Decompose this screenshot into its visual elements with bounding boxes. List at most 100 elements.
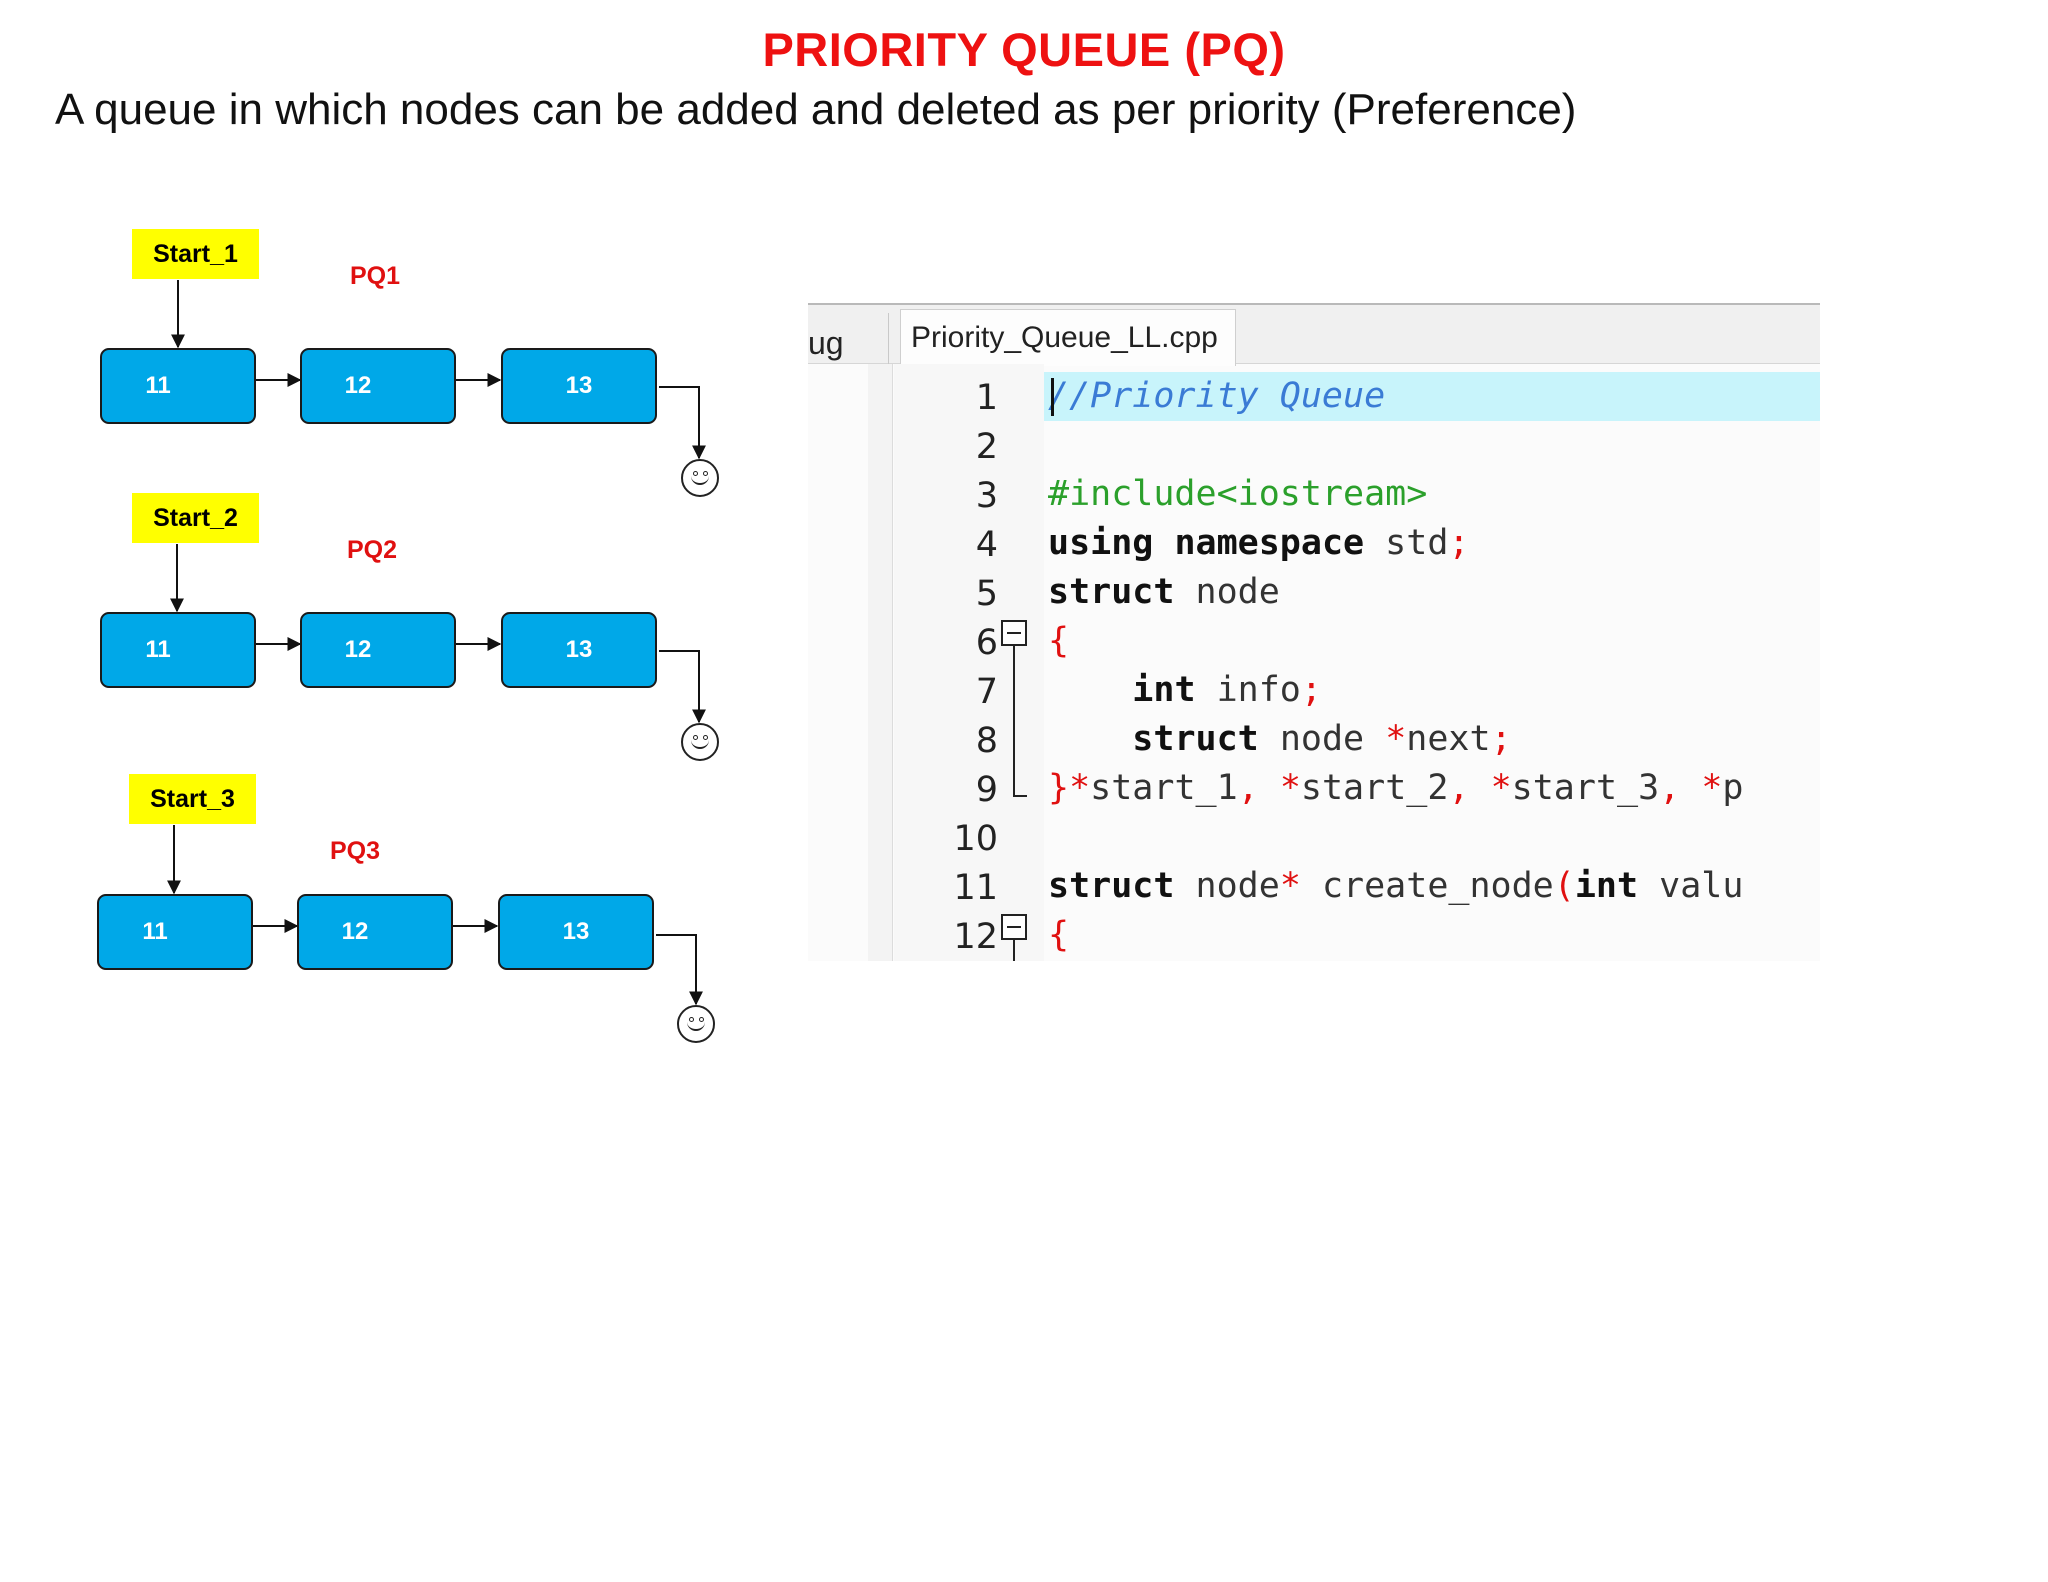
line-number: 5: [975, 574, 998, 614]
operator: ;: [1300, 670, 1322, 710]
function-name: create_node: [1321, 866, 1554, 906]
pq2-node-1: 11: [100, 612, 256, 688]
keyword: struct: [1132, 719, 1259, 759]
code-editor: ug Priority_Queue_LL.cpp 1 //Priority Qu…: [808, 303, 1820, 961]
identifier: node: [1195, 572, 1280, 612]
identifier: info: [1216, 670, 1301, 710]
line-number: 8: [975, 721, 998, 761]
line-number: 6: [975, 623, 998, 663]
pq1-label: PQ1: [350, 262, 401, 290]
code-line-6[interactable]: 6 {: [808, 617, 1820, 666]
code-comment: //Priority Queue: [1048, 376, 1386, 416]
operator: *: [1701, 768, 1723, 808]
operator: *: [1279, 768, 1301, 808]
identifier: node: [1195, 866, 1280, 906]
identifier: p: [1722, 768, 1744, 808]
identifier: start_2: [1300, 768, 1449, 808]
identifier: next: [1406, 719, 1491, 759]
pq3-tail-pointer: [656, 934, 703, 1006]
tab-previous-label: ug: [808, 325, 844, 361]
operator: ;: [1448, 523, 1470, 563]
tab-active-label: Priority_Queue_LL.cpp: [911, 321, 1218, 354]
operator: *: [1385, 719, 1407, 759]
code-line-2[interactable]: 2: [808, 421, 1820, 470]
pq2-tail-pointer: [659, 650, 706, 724]
identifier: valu: [1659, 866, 1744, 906]
pq3-node-2: 12: [297, 894, 453, 970]
line-number: 7: [975, 672, 998, 712]
pq3-node-1: 11: [97, 894, 253, 970]
tab-previous[interactable]: ug: [808, 313, 889, 365]
node-value: 12: [341, 918, 369, 945]
code-line-11[interactable]: 11 struct node* create_node(int valu: [808, 862, 1820, 911]
operator: ;: [1490, 719, 1512, 759]
node-value: 11: [142, 918, 168, 945]
code-line-9[interactable]: 9 }*start_1, *start_2, *start_3, *p: [808, 764, 1820, 813]
preprocessor-directive: #include<iostream>: [1048, 474, 1428, 514]
node-value: 12: [344, 636, 372, 663]
line-number: 11: [953, 868, 998, 908]
operator: ,: [1237, 768, 1259, 808]
pq2-node-3: 13: [501, 612, 657, 688]
pq3-start-label: Start_3: [129, 774, 256, 824]
operator: *: [1069, 768, 1091, 808]
pq3-node-3: 13: [498, 894, 654, 970]
keyword: int: [1132, 670, 1196, 710]
fold-guide: [1013, 939, 1015, 961]
node-value: 12: [344, 372, 372, 399]
code-line-8[interactable]: 8 struct node *next;: [808, 715, 1820, 764]
fold-guide: [1013, 645, 1015, 796]
page-subtitle: A queue in which nodes can be added and …: [55, 85, 1577, 134]
identifier: start_3: [1511, 768, 1660, 808]
line-number: 4: [975, 525, 998, 565]
operator: *: [1279, 866, 1301, 906]
identifier: std: [1385, 523, 1449, 563]
node-value: 13: [562, 918, 590, 945]
code-line-7[interactable]: 7 int info;: [808, 666, 1820, 715]
operator: }: [1048, 768, 1070, 808]
null-smiley-icon: [677, 1005, 715, 1043]
pq2-node-2: 12: [300, 612, 456, 688]
page-title: PRIORITY QUEUE (PQ): [762, 23, 1286, 76]
text-caret: [1051, 378, 1054, 416]
operator: ,: [1659, 768, 1681, 808]
node-value: 13: [565, 636, 593, 663]
code-line-5[interactable]: 5 struct node: [808, 568, 1820, 617]
pq1-node-1: 11: [100, 348, 256, 424]
pq2-start-label: Start_2: [132, 493, 259, 543]
node-value: 13: [565, 372, 593, 399]
code-line-10[interactable]: 10: [808, 813, 1820, 862]
code-line-12[interactable]: 12 {: [808, 911, 1820, 960]
line-number: 3: [975, 476, 998, 516]
node-value: 11: [145, 372, 171, 399]
pq3-label: PQ3: [330, 837, 381, 865]
operator: {: [1048, 621, 1070, 661]
line-number: 1: [975, 378, 998, 418]
line-number: 2: [975, 427, 998, 467]
code-line-1[interactable]: 1 //Priority Queue: [808, 372, 1820, 421]
operator: *: [1490, 768, 1512, 808]
line-number: 9: [975, 770, 998, 810]
keyword: using: [1048, 523, 1154, 563]
null-smiley-icon: [681, 459, 719, 497]
keyword: int: [1574, 866, 1639, 906]
node-value: 11: [145, 636, 171, 663]
identifier: node: [1279, 719, 1365, 759]
null-smiley-icon: [681, 723, 719, 761]
code-line-3[interactable]: 3 #include<iostream>: [808, 470, 1820, 519]
keyword: namespace: [1174, 523, 1365, 563]
tab-priority-queue-ll[interactable]: Priority_Queue_LL.cpp: [900, 309, 1236, 366]
line-number-gutter: [894, 364, 1044, 961]
editor-margin: [868, 364, 893, 961]
line-number: 10: [953, 819, 998, 859]
keyword: struct: [1048, 866, 1175, 906]
pq1-tail-pointer: [659, 386, 706, 460]
code-line-4[interactable]: 4 using namespace std;: [808, 519, 1820, 568]
keyword: struct: [1048, 572, 1175, 612]
line-number: 12: [953, 917, 998, 957]
identifier: start_1: [1090, 768, 1238, 808]
editor-tab-bar: ug Priority_Queue_LL.cpp: [808, 303, 1820, 366]
fold-toggle-icon[interactable]: [1001, 620, 1027, 646]
fold-guide-end: [1013, 795, 1027, 797]
operator: (: [1553, 866, 1575, 906]
